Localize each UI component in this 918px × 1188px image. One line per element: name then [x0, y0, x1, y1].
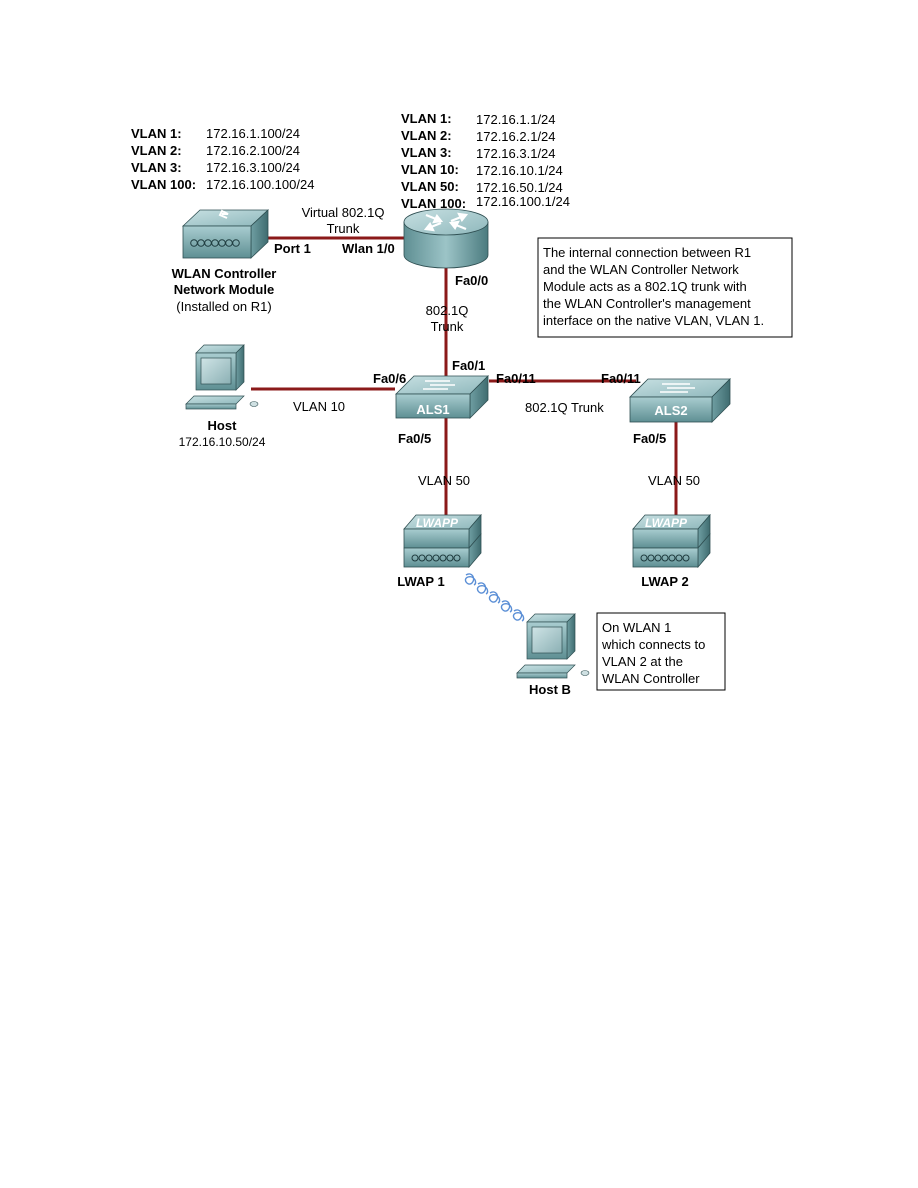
internal-connection-note-box [537, 237, 793, 338]
wlc-name-label-2: Network Module [174, 282, 274, 297]
als2-fa011-label: Fa0/11 [601, 371, 641, 386]
als2-fa05-label: Fa0/5 [633, 431, 666, 446]
lwap2-device [632, 513, 711, 569]
als1-fa05-label: Fa0/5 [398, 431, 431, 446]
note-line: the WLAN Controller's management [543, 296, 751, 311]
router-vlan-label: VLAN 2: [401, 128, 452, 143]
note-line: VLAN 2 at the [602, 654, 683, 669]
host-vlan-label: VLAN 10 [293, 399, 345, 414]
wlan1-note: On WLAN 1 which connects to VLAN 2 at th… [601, 620, 705, 686]
wlc-vlan-ip: 172.16.100.100/24 [206, 177, 314, 192]
router-vlan-label: VLAN 50: [401, 179, 459, 194]
wlc-vlan-label: VLAN 1: [131, 126, 182, 141]
lwap1-badge: LWAPP [416, 516, 459, 530]
als-trunk-label: 802.1Q Trunk [525, 400, 604, 415]
router-vlan-label: VLAN 100: [401, 196, 466, 211]
router-wlan-port-label: Wlan 1/0 [342, 241, 395, 256]
als1-switch-device [395, 375, 489, 419]
host-pc-icon [185, 344, 259, 410]
lwap1-vlan-label: VLAN 50 [418, 473, 470, 488]
als1-fa011-label: Fa0/11 [496, 371, 536, 386]
router-vlan-ip: 172.16.2.1/24 [476, 129, 556, 144]
wlc-arrow-icon [218, 209, 229, 219]
router-vlan-label: VLAN 10: [401, 162, 459, 177]
wlan1-note-box [596, 612, 726, 691]
router-vlan-table: VLAN 1: 172.16.1.1/24 VLAN 2: 172.16.2.1… [401, 111, 570, 211]
internal-connection-note: The internal connection between R1 and t… [543, 245, 764, 328]
router-fa00-label: Fa0/0 [455, 273, 488, 288]
lwap2-badge: LWAPP [645, 516, 688, 530]
wlc-vlan-table: VLAN 1: 172.16.1.100/24 VLAN 2: 172.16.2… [131, 126, 314, 192]
host-name-label: Host [208, 418, 238, 433]
lwap1-port-icons [411, 554, 461, 562]
note-line: On WLAN 1 [602, 620, 671, 635]
als1-name-label: ALS1 [416, 402, 449, 417]
als1-arrows-icon [423, 380, 455, 390]
virtual-trunk-label-2: Trunk [327, 221, 360, 236]
router-vlan-ip: 172.16.100.1/24 [476, 194, 570, 209]
links [251, 236, 678, 515]
lwap2-name-label: LWAP 2 [641, 574, 688, 589]
router-vlan-ip: 172.16.50.1/24 [476, 180, 563, 195]
note-line: The internal connection between R1 [543, 245, 751, 260]
lwap1-name-label: LWAP 1 [397, 574, 444, 589]
router-vlan-ip: 172.16.1.1/24 [476, 112, 556, 127]
router-vlan-label: VLAN 1: [401, 111, 452, 126]
note-line: and the WLAN Controller Network [543, 262, 739, 277]
hostb-name-label: Host B [529, 682, 571, 697]
wlc-port-label: Port 1 [274, 241, 311, 256]
wlc-installed-note: (Installed on R1) [176, 299, 271, 314]
wlc-vlan-label: VLAN 2: [131, 143, 182, 158]
hostb-pc-icon [516, 613, 590, 679]
wireless-link-icon [464, 573, 525, 622]
r1-als1-trunk-label: 802.1Q [426, 303, 469, 318]
als1-fa06-label: Fa0/6 [373, 371, 406, 386]
wlc-vlan-ip: 172.16.2.100/24 [206, 143, 300, 158]
router-r1-device [403, 208, 489, 269]
wlc-port-icons [190, 239, 240, 247]
router-vlan-label: VLAN 3: [401, 145, 452, 160]
router-arrows-icon [423, 212, 469, 232]
wlc-vlan-label: VLAN 3: [131, 160, 182, 175]
r1-als1-trunk-label-2: Trunk [431, 319, 464, 334]
virtual-trunk-label: Virtual 802.1Q [302, 205, 385, 220]
router-vlan-ip: 172.16.10.1/24 [476, 163, 563, 178]
lwap2-port-icons [640, 554, 690, 562]
note-line: interface on the native VLAN, VLAN 1. [543, 313, 764, 328]
router-vlan-ip: 172.16.3.1/24 [476, 146, 556, 161]
als2-name-label: ALS2 [654, 403, 687, 418]
als1-fa01-label: Fa0/1 [452, 358, 485, 373]
note-line: which connects to [601, 637, 705, 652]
wlc-vlan-ip: 172.16.3.100/24 [206, 160, 300, 175]
lwap1-device [403, 513, 482, 569]
lwap2-vlan-label: VLAN 50 [648, 473, 700, 488]
note-line: Module acts as a 802.1Q trunk with [543, 279, 747, 294]
wlc-vlan-ip: 172.16.1.100/24 [206, 126, 300, 141]
als2-switch-device [629, 378, 731, 423]
host-ip-label: 172.16.10.50/24 [179, 435, 266, 449]
wlan-controller-device [181, 209, 270, 259]
wlc-name-label: WLAN Controller [172, 266, 277, 281]
wlc-vlan-label: VLAN 100: [131, 177, 196, 192]
als2-arrows-icon [660, 383, 695, 393]
note-line: WLAN Controller [602, 671, 700, 686]
